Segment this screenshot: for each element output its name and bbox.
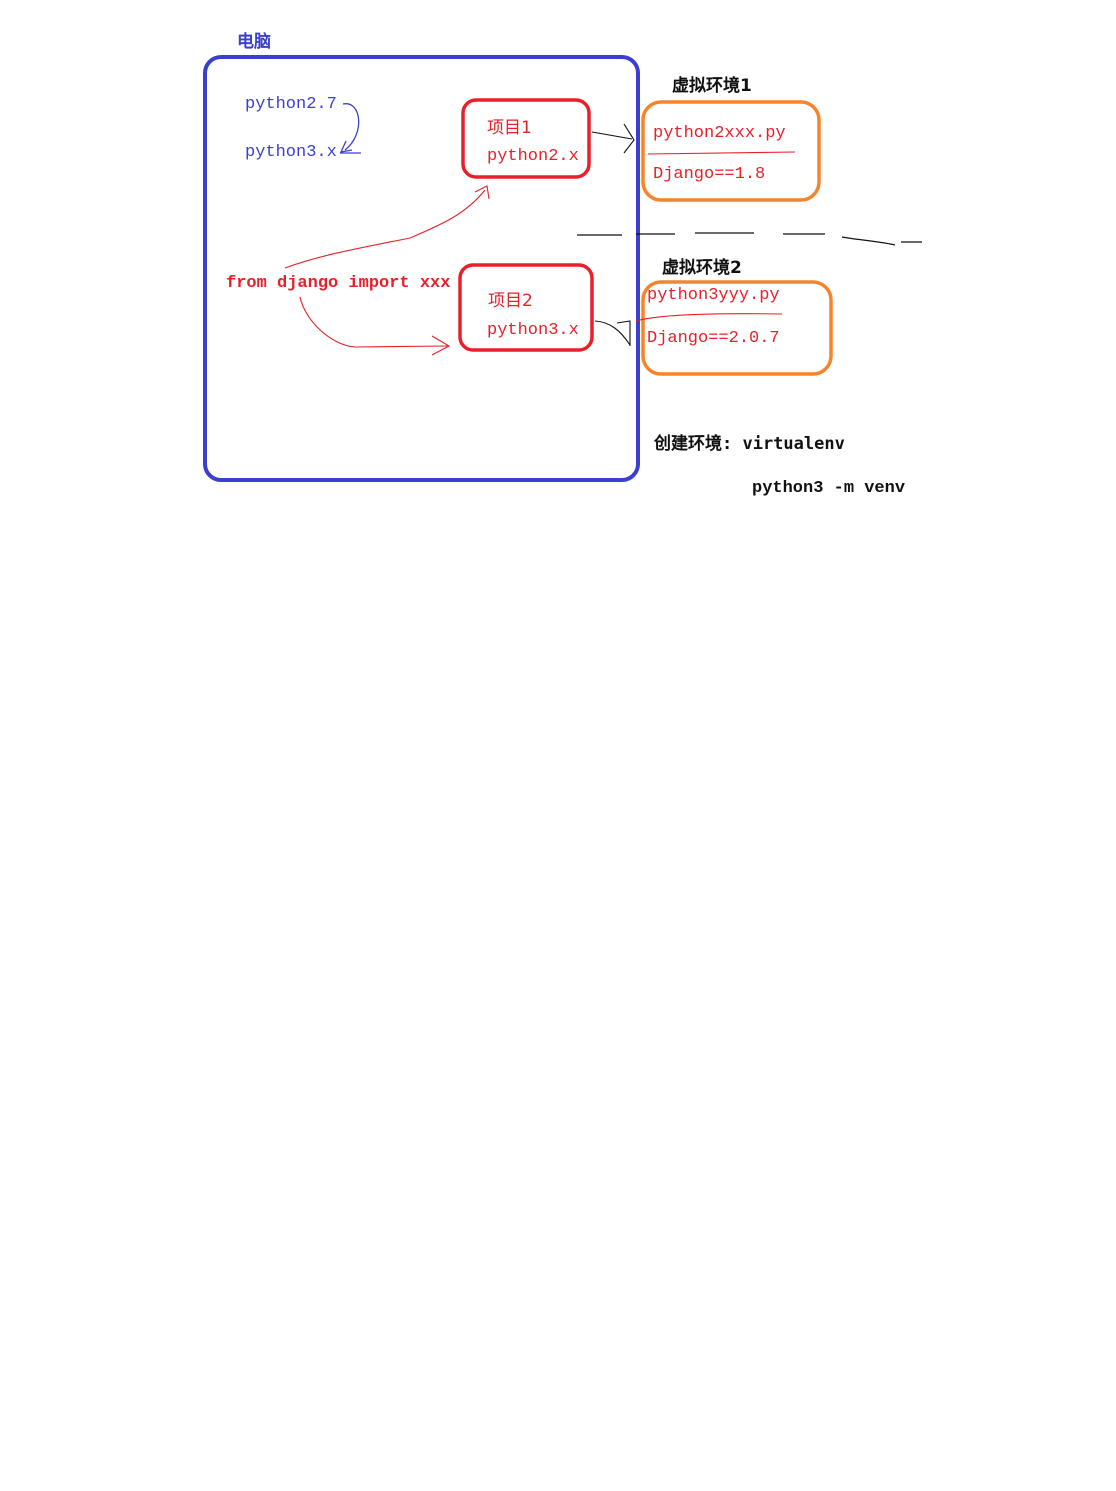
computer-label: 电脑 [237, 32, 271, 52]
python-version-arrow [342, 103, 360, 151]
computer-box [203, 55, 640, 482]
project-1-to-env-1-arrowhead [623, 123, 635, 154]
project-1-to-env-1-arrow [591, 131, 633, 140]
environment-separator-dashes [577, 232, 922, 246]
environment-1-interpreter: python2xxx.py [653, 124, 786, 143]
project-1-python: python2.x [487, 147, 579, 166]
environment-2-box [641, 280, 833, 376]
environment-2-label: 虚拟环境2 [662, 258, 742, 278]
project-1-name: 项目1 [487, 118, 532, 138]
environment-2-interpreter: python3yyy.py [647, 286, 780, 305]
import-to-project-1-arrow [284, 189, 486, 269]
environment-1-box [641, 100, 821, 202]
env-2-separator-line [635, 313, 783, 322]
venv-command-note: python3 -m venv [752, 479, 906, 498]
project-2-box [458, 263, 594, 352]
environment-1-label: 虚拟环境1 [672, 76, 752, 96]
project-2-to-env-2-arrow [594, 320, 631, 346]
python-2-7-label: python2.7 [245, 95, 337, 114]
env-1-separator-line [647, 151, 796, 155]
create-environment-note: 创建环境: virtualenv [654, 434, 845, 454]
import-to-project-1-arrowhead [474, 185, 490, 200]
environment-1-package: Django==1.8 [653, 165, 766, 184]
python-version-arrowhead [339, 140, 353, 153]
project-1-box [461, 98, 591, 179]
project-2-python: python3.x [487, 321, 579, 340]
import-to-project-2-arrow [299, 296, 449, 348]
import-to-project-2-arrowhead [431, 335, 451, 356]
import-statement: from django import xxx [226, 274, 451, 293]
python-3-x-label: python3.x [245, 143, 337, 162]
environment-2-package: Django==2.0.7 [647, 329, 780, 348]
project-2-name: 项目2 [488, 291, 533, 311]
project-2-to-env-2-arrowhead [616, 320, 631, 346]
